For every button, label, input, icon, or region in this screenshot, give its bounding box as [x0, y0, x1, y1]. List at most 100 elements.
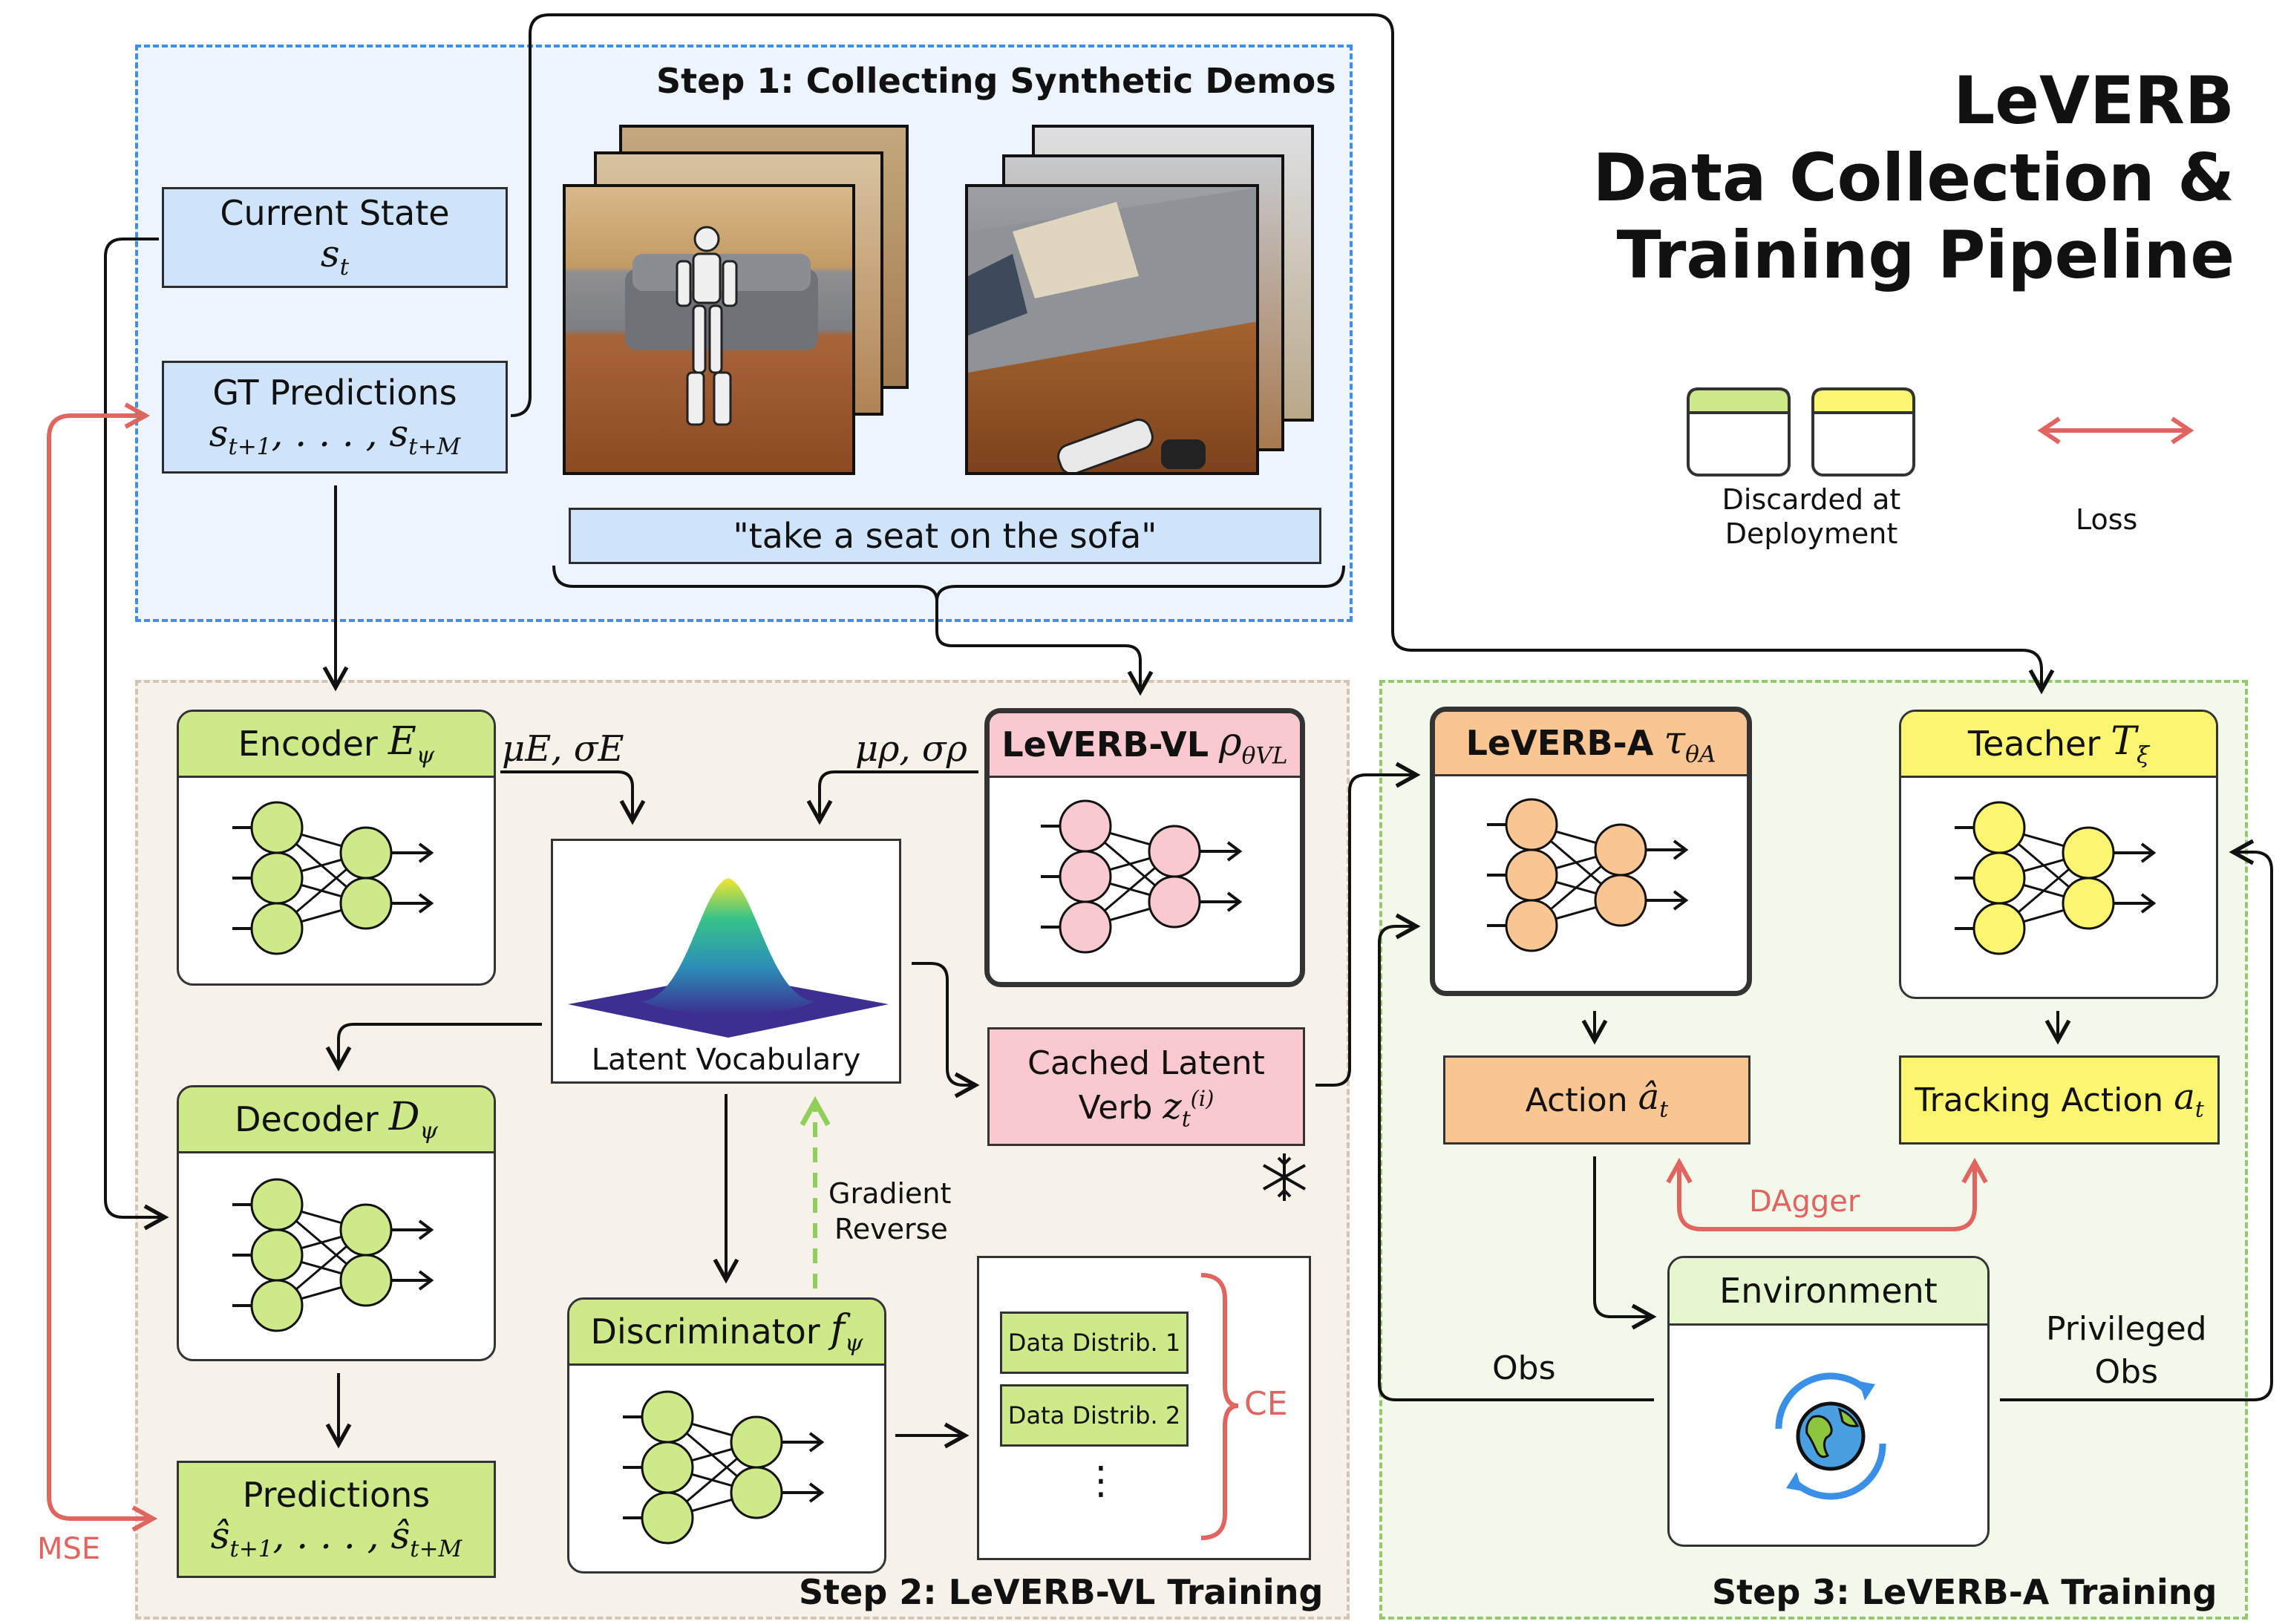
cached-latent-box: Cached Latent Verb zt(i) [987, 1027, 1305, 1146]
discriminator-network-icon [623, 1390, 825, 1545]
nn-output-arrowhead-2 [1226, 891, 1243, 912]
gt-predictions-box: GT Predictions st+1, . . . , st+M [162, 361, 508, 474]
gradient-reverse-label: Gradient Reverse [828, 1176, 951, 1247]
predictions-label: Predictions [242, 1475, 431, 1516]
nn-input-node-3 [250, 1279, 304, 1332]
legend-discarded-line1: Discarded at [1722, 483, 1901, 516]
nn-input-node-3 [250, 902, 304, 955]
leverb-vl-network-icon [1041, 799, 1243, 954]
mse-label: MSE [37, 1532, 101, 1566]
earth-cycle-icon [1775, 1372, 1886, 1500]
main-title: LeVERB Data Collection & Training Pipeli… [1593, 62, 2235, 294]
nn-output-arrowhead-1 [1673, 839, 1689, 860]
predictions-math: ŝt+1, . . . , ŝt+M [210, 1514, 462, 1563]
legend-icons [1687, 387, 1915, 477]
vl-to-latent-arrow [806, 770, 978, 825]
instruction-brace [552, 565, 1345, 602]
nn-output-arrowhead-2 [418, 893, 434, 914]
state-to-decoder-arrow [104, 238, 169, 1231]
latent-vocabulary-box: Latent Vocabulary [551, 839, 901, 1084]
latent-to-decoder-arrow [325, 1023, 542, 1072]
instruction-box: "take a seat on the sofa" [569, 508, 1321, 564]
cached-latent-line2: Verb zt(i) [1078, 1085, 1215, 1133]
leverb-a-network-icon [1487, 798, 1689, 952]
cached-to-a-arrow [1315, 762, 1421, 1087]
legend-discarded-line2: Deployment [1725, 517, 1898, 550]
step1-title: Step 1: Collecting Synthetic Demos [656, 61, 1336, 101]
gt-to-teacher-arrow [510, 13, 2055, 695]
gradient-reverse-line2: Reverse [834, 1213, 948, 1245]
gradient-reverse-line1: Gradient [828, 1177, 952, 1210]
data-distrib-2: Data Distrib. 2 [1000, 1384, 1189, 1447]
snowflake-icon [1263, 1153, 1306, 1201]
nn-output-arrowhead-1 [2140, 842, 2157, 863]
current-state-math: st [320, 232, 350, 281]
step2-title: Step 2: LeVERB-VL Training [799, 1572, 1324, 1612]
nn-output-arrowhead-2 [418, 1270, 434, 1291]
current-state-box: Current State st [162, 187, 508, 288]
dagger-loss-arrow [1679, 1162, 1975, 1231]
nn-output-arrowhead-1 [418, 842, 434, 863]
ce-label: CE [1244, 1385, 1288, 1423]
data-distrib-ellipsis: ⋮ [1082, 1458, 1120, 1503]
latent-gaussian-surface [568, 878, 889, 1038]
data-distrib-panel: Data Distrib. 1 Data Distrib. 2 ⋮ [977, 1256, 1311, 1560]
nn-input-node-3 [1972, 902, 2026, 955]
nn-output-node-2 [730, 1466, 783, 1519]
cached-latent-line1: Cached Latent [1027, 1044, 1265, 1082]
legend-yellow-card [1811, 387, 1915, 477]
nn-output-arrowhead-1 [808, 1432, 825, 1453]
action-box: Action ât [1443, 1055, 1750, 1145]
latent-vocabulary-label: Latent Vocabulary [591, 1043, 861, 1077]
latent-to-cached-arrow [912, 962, 980, 1099]
mse-loss-arrow [47, 416, 153, 1519]
encoder-to-latent-arrow [500, 770, 646, 825]
tracking-action-box: Tracking Action at [1899, 1055, 2220, 1145]
nn-output-arrowhead-2 [808, 1482, 825, 1503]
gt-predictions-math: st+1, . . . , st+M [209, 412, 461, 461]
dagger-label: DAgger [1749, 1185, 1860, 1219]
demo-frame-robot-room [563, 184, 855, 475]
instruction-text: "take a seat on the sofa" [733, 515, 1157, 556]
demo-frame-sofa-view [965, 184, 1259, 475]
teacher-network-icon [1955, 801, 2157, 955]
privileged-obs-label: Privileged Obs [2046, 1308, 2207, 1394]
ce-brace [1200, 1273, 1239, 1540]
robot-room-illustration [625, 226, 818, 426]
nn-output-node-2 [339, 877, 393, 930]
nn-output-arrowhead-1 [1226, 841, 1243, 862]
environment-card: Environment [1667, 1256, 1990, 1547]
nn-output-arrowhead-1 [418, 1219, 434, 1240]
obs-label: Obs [1492, 1349, 1556, 1387]
nn-input-node-3 [1505, 899, 1558, 952]
sofa-view-illustration [968, 188, 1256, 472]
mu-rho-label: μρ, σρ [855, 728, 967, 770]
legend-loss-arrow [2037, 416, 2194, 445]
env-obs-arrow [1378, 913, 1654, 1401]
nn-output-node-2 [2062, 877, 2115, 930]
action-to-env-arrow [1593, 1156, 1657, 1330]
nn-output-node-2 [1594, 874, 1647, 927]
title-line-3: Training Pipeline [1616, 217, 2235, 293]
nn-output-arrowhead-2 [2140, 893, 2157, 914]
encoder-network-icon [232, 801, 434, 955]
instruction-to-vl-arrow [935, 601, 1154, 696]
legend-discarded-label: Discarded at Deployment [1663, 482, 1960, 551]
nn-output-node-2 [1148, 875, 1201, 929]
step3-title: Step 3: LeVERB-A Training [1712, 1572, 2217, 1612]
gt-predictions-label: GT Predictions [212, 373, 457, 413]
privileged-obs-line1: Privileged [2046, 1310, 2207, 1348]
nn-output-arrowhead-2 [1673, 890, 1689, 911]
